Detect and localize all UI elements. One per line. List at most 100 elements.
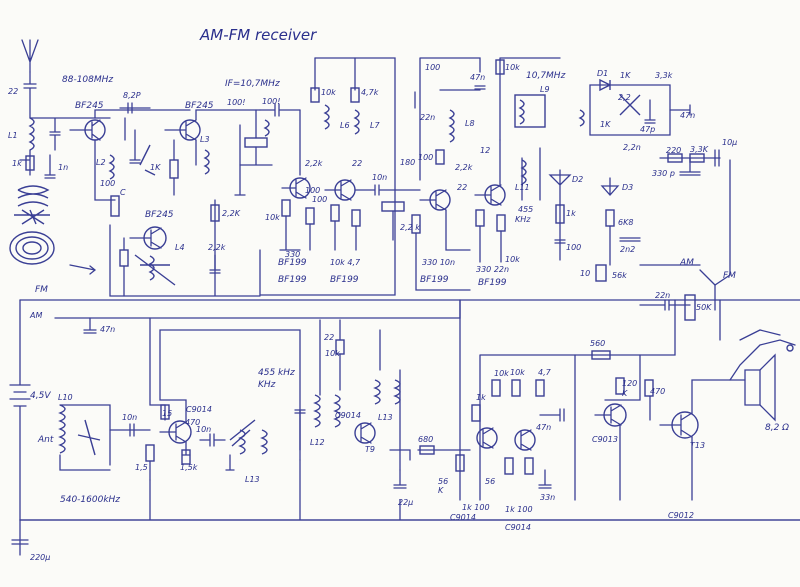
label-c10u: 10µ <box>722 138 737 147</box>
coil-l7 <box>353 109 360 135</box>
label-r2k2b: 2,2k <box>208 243 226 252</box>
label-khz: KHz <box>258 380 276 390</box>
coil-l8 <box>448 109 455 143</box>
resistor-r560 <box>591 350 611 360</box>
label-l13: L13 <box>245 475 260 484</box>
label-r1k5: 1,5k <box>180 463 198 472</box>
coil-l10 <box>578 109 585 127</box>
transistor-t9 <box>354 422 376 444</box>
antenna-symbol <box>21 39 39 73</box>
label-d3: D3 <box>622 183 633 192</box>
label-r56-t11: 56 <box>485 477 495 486</box>
label-fm-switch: FM <box>35 285 48 295</box>
label-r1k00-t10: 1k 100 <box>462 503 490 512</box>
transistor-t11 <box>514 429 536 451</box>
label-l2: L2 <box>96 158 106 167</box>
label-l13b: L13 <box>378 413 393 422</box>
label-r1k-d: 1K <box>620 71 631 80</box>
label-c100p-b: 100! <box>262 97 280 106</box>
label-l9: L9 <box>540 85 550 94</box>
coil-l3 <box>203 149 210 175</box>
label-t9: C9014 <box>335 411 361 420</box>
label-c8p: 8,2P <box>123 91 141 100</box>
label-t4b: BF199 <box>278 275 307 285</box>
label-l8: L8 <box>465 119 475 128</box>
label-r4k7-t11: 4,7 <box>538 368 552 377</box>
label-r330-t4: 330 <box>285 250 300 259</box>
label-r12: 12 <box>480 146 490 155</box>
label-r120k: K <box>622 389 628 398</box>
label-t2: BF245 <box>185 101 214 111</box>
label-l7: L7 <box>370 121 380 130</box>
coil-l4 <box>148 255 155 281</box>
coil-l13b <box>373 379 381 405</box>
label-r2k2: 2,2K <box>222 209 241 218</box>
label-c22n-det: 22n <box>420 113 435 122</box>
label-t8: C9014 <box>186 405 212 414</box>
label-c10n-t8: 10n <box>196 425 211 434</box>
label-l6: L6 <box>340 121 350 130</box>
ceramic-filter-fm-2 <box>381 201 405 212</box>
label-r10k-t7: 10k <box>505 255 520 264</box>
label-if-fm: IF=10,7MHz <box>225 79 280 89</box>
label-r470: 470 <box>185 418 200 427</box>
label-r50k: 50K <box>696 303 712 312</box>
label-r56k: 56k <box>612 271 627 280</box>
label-r47n: 47n <box>470 73 485 82</box>
label-r1k-d2: 1K <box>600 120 611 129</box>
label-r330-t7: 330 22n <box>476 265 509 274</box>
label-c2u: 2,2 <box>618 93 631 102</box>
coil-l5 <box>263 119 270 137</box>
label-t4: BF199 <box>278 258 307 268</box>
label-c22u: 22µ <box>398 498 413 507</box>
label-r10k-t5: 10k 4,7 <box>330 258 361 267</box>
label-r100-disc: 10k <box>505 63 520 72</box>
label-r2k-a: 2,2k <box>305 159 323 168</box>
tuning-coil <box>17 185 50 207</box>
label-battery: 4,5V <box>30 391 51 401</box>
label-r47p: 47p <box>640 125 655 134</box>
label-r10k-if: 10k <box>325 349 340 358</box>
label-c2u2: 2n2 <box>620 245 635 254</box>
label-r100-t4: 100 <box>305 186 320 195</box>
label-r1k-am: 1k <box>566 209 576 218</box>
label-t13: C9012 <box>668 511 694 520</box>
label-t11: C9014 <box>505 523 531 532</box>
label-t13-id: T13 <box>690 441 705 450</box>
label-r3k3b: 3,3K <box>690 145 709 154</box>
ceramic-filter-fm-1 <box>244 137 268 148</box>
label-r2k2-t6b: 2,2 k <box>400 223 420 232</box>
label-r10k-t10: 10k <box>494 369 509 378</box>
coil-l11 <box>520 159 527 185</box>
label-fm-band: 88-108MHz <box>62 75 113 85</box>
label-l3: L3 <box>200 135 210 144</box>
volume-pot-50k[interactable] <box>684 294 696 321</box>
label-c47n: 47n <box>680 111 695 120</box>
label-r100-t5: 100 <box>312 195 327 204</box>
label-c220u: 220µ <box>30 553 50 562</box>
tuning-capacitor-knob <box>9 231 55 265</box>
label-c22-t6: 22 <box>457 183 467 192</box>
label-t9-id: T9 <box>365 445 375 454</box>
label-r1k-t8: 1,5 <box>135 463 148 472</box>
label-r180: 180 <box>400 158 415 167</box>
label-l12: L12 <box>310 438 325 447</box>
label-r10k-t11: 10k <box>510 368 525 377</box>
label-c100p: 100! <box>227 98 245 107</box>
label-c22n: 22n <box>655 291 670 300</box>
label-if-455: 455 kHz <box>258 368 295 378</box>
headphone-jack[interactable] <box>786 344 794 352</box>
label-am-sel: AM <box>679 258 694 268</box>
label-speaker: 8,2 Ω <box>765 423 789 433</box>
label-r100a: 100 <box>100 179 115 188</box>
coil-l6 <box>323 104 330 130</box>
label-t3: BF245 <box>145 210 174 220</box>
label-r2k2-d: 2,2n <box>623 143 641 152</box>
label-ant: Ant <box>37 435 54 445</box>
label-t1: BF245 <box>75 101 104 111</box>
label-r100-if1: 10k <box>321 88 336 97</box>
label-l4: L4 <box>175 243 185 252</box>
label-r6k8: 6K8 <box>618 218 633 227</box>
label-r4k7: 4,7k <box>361 88 379 97</box>
label-r3k3: 3,3k <box>655 71 673 80</box>
